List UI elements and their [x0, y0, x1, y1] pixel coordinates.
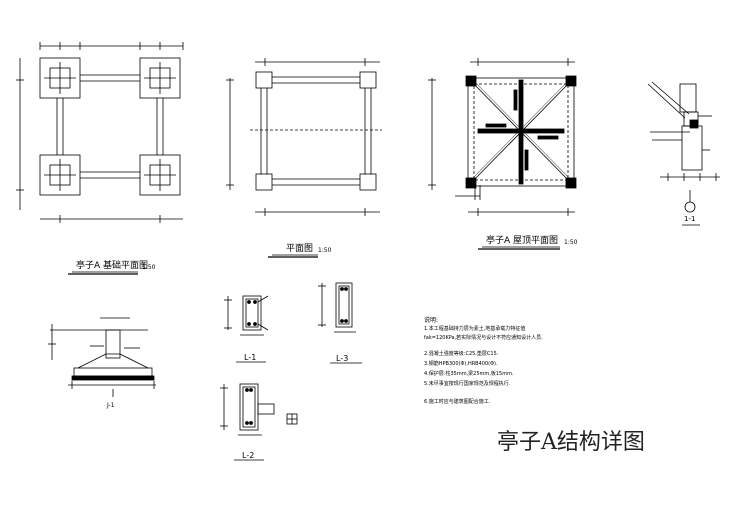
- notes-line: 2.混凝土强度等级:C25,垫层C15.: [424, 351, 499, 357]
- notes-line: fak=120KPa,若实际情况与设计不符应通知设计人员.: [424, 335, 543, 341]
- beam-section-l2-drawing: [220, 383, 298, 461]
- l2-label: L-2: [242, 451, 255, 460]
- beam-section-l1-drawing: [224, 295, 269, 363]
- notes-line: 4.保护层:柱35mm,梁25mm,板15mm.: [424, 371, 514, 377]
- beam-section-l3-drawing: [318, 282, 362, 364]
- plan-scale: 1:50: [318, 247, 332, 254]
- roof-plan-title: 亭子A 屋顶平面图: [486, 236, 559, 246]
- foundation-plan-title: 亭子A 基础平面图: [76, 261, 149, 271]
- plan-title: 平面图: [286, 244, 314, 254]
- j1-label: J-1: [107, 402, 115, 409]
- roof-plan-scale: 1:50: [564, 239, 578, 246]
- notes-line: 5.未尽事宜按现行国家规范及规程执行.: [424, 381, 511, 387]
- foundation-plan-drawing: [16, 42, 184, 223]
- footing-j1-drawing: [48, 317, 156, 397]
- notes-heading: 说明:: [424, 317, 439, 324]
- notes-line: 3.钢筋HPB300(Φ),HRB400(Φ).: [424, 361, 498, 367]
- notes-line: 1.本工程基础持力层为素土,地基承载力特征值: [424, 326, 526, 332]
- section-1-1-drawing: [647, 81, 720, 226]
- plan-drawing: [226, 58, 382, 216]
- notes-line: 6.施工时应与建筑图配合施工.: [424, 399, 491, 405]
- foundation-plan-scale: 1:50: [142, 264, 156, 271]
- l3-label: L-3: [336, 354, 349, 363]
- section-1-1-label: 1-1: [684, 215, 696, 223]
- l1-label: L-1: [244, 353, 257, 362]
- roof-plan-drawing: [428, 58, 577, 216]
- drawing-title: 亭子A结构详图: [497, 430, 645, 455]
